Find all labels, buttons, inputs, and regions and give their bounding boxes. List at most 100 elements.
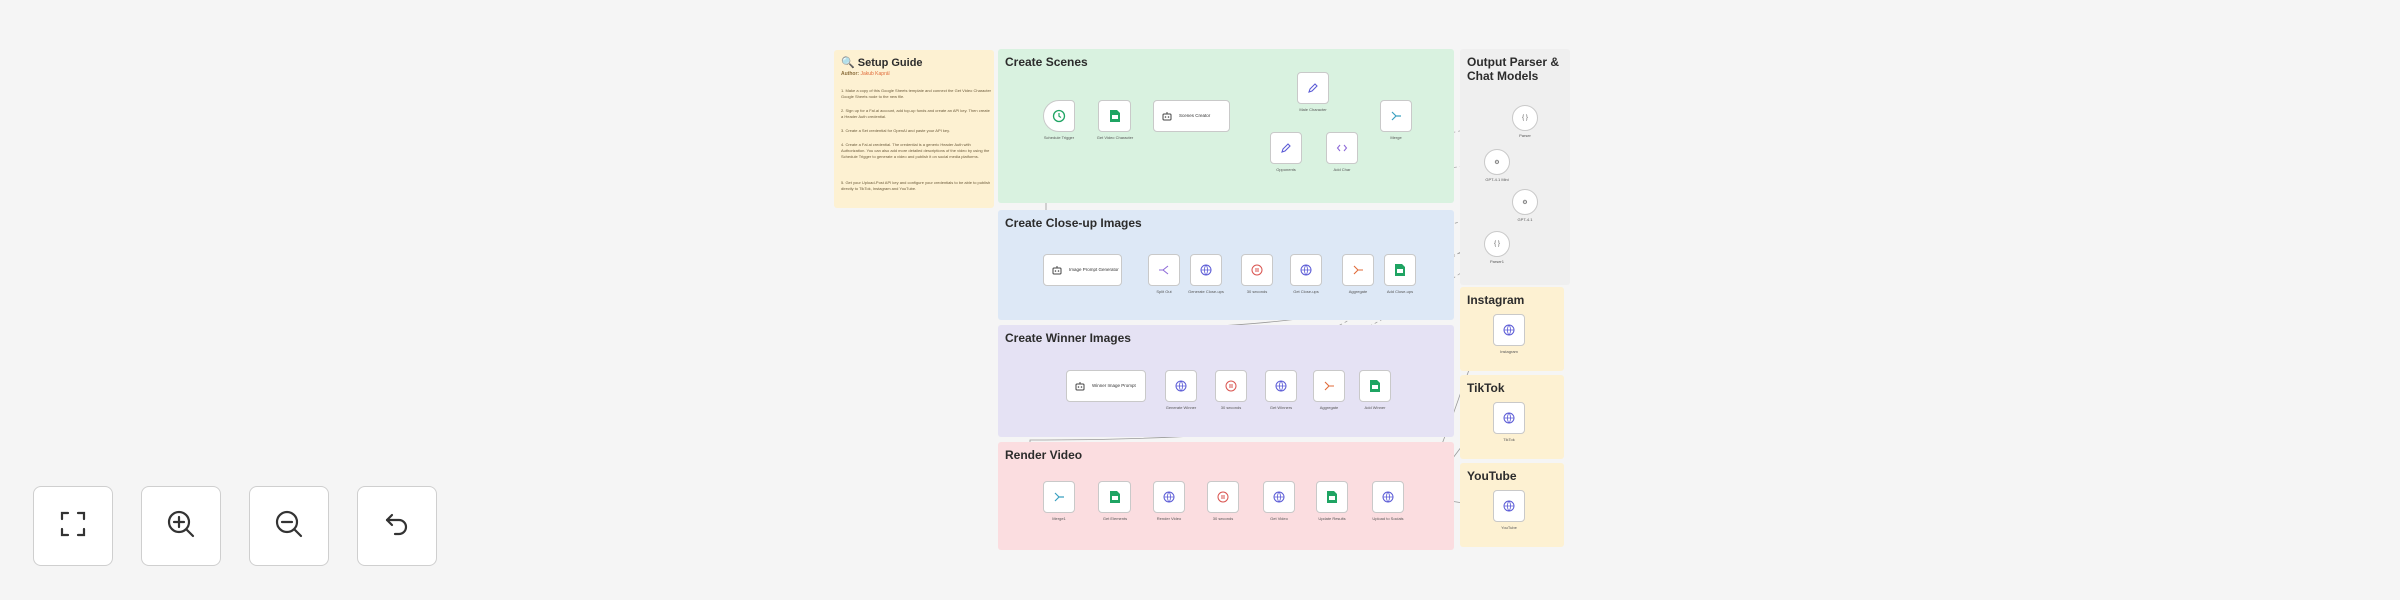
- section-title-scenes: Create Scenes: [1005, 55, 1088, 69]
- openai-icon: ⚙: [1522, 199, 1528, 206]
- label-tiktok-post: TikTok: [1503, 437, 1515, 442]
- reset-zoom-button[interactable]: [357, 486, 437, 566]
- label-gpt-mini-1: GPT-4.1 Mini: [1485, 177, 1509, 182]
- aggregate-icon: [1322, 379, 1336, 393]
- section-title-instagram: Instagram: [1467, 293, 1525, 307]
- label-gpt-mini-2: GPT-4.1: [1517, 217, 1533, 222]
- node-schedule-trigger[interactable]: [1043, 100, 1075, 132]
- node-get-winner[interactable]: [1265, 370, 1297, 402]
- merge-icon: [1389, 109, 1403, 123]
- guide-step-3: 3. Create a Set credential for OpenAI an…: [841, 128, 950, 133]
- node-get-closeups[interactable]: [1290, 254, 1322, 286]
- openai-icon: ⚙: [1494, 159, 1500, 166]
- clock-icon: [1052, 109, 1066, 123]
- robot-icon: [1050, 263, 1064, 277]
- setup-guide-note[interactable]: 🔍 Setup Guide Author: Jakub Kaprál 1. Ma…: [834, 50, 994, 208]
- node-instagram-post[interactable]: [1493, 314, 1525, 346]
- node-get-elements[interactable]: [1098, 481, 1131, 513]
- label-upload-to-socials: Upload to Socials: [1372, 516, 1404, 521]
- node-opponents[interactable]: [1270, 132, 1302, 164]
- section-title-winner: Create Winner Images: [1005, 331, 1131, 345]
- label-add-winner: Add Winner: [1364, 405, 1386, 410]
- node-wait-closeups[interactable]: [1241, 254, 1273, 286]
- node-merge-render[interactable]: [1043, 481, 1075, 513]
- pause-icon: [1216, 490, 1230, 504]
- pencil-icon: [1306, 81, 1320, 95]
- node-youtube-post[interactable]: [1493, 490, 1525, 522]
- globe-icon: [1174, 379, 1188, 393]
- node-tiktok-post[interactable]: [1493, 402, 1525, 434]
- section-output-parser-models[interactable]: Output Parser & Chat Models: [1460, 49, 1570, 285]
- zoom-in-button[interactable]: [141, 486, 221, 566]
- node-scenes-creator[interactable]: Scenes Creator: [1153, 100, 1230, 132]
- node-add-closeup-urls[interactable]: [1384, 254, 1416, 286]
- merge-icon: [1052, 490, 1066, 504]
- node-winner-prompt[interactable]: Winner Image Prompt: [1066, 370, 1146, 402]
- node-render-video[interactable]: [1153, 481, 1185, 513]
- node-wait-render[interactable]: [1207, 481, 1239, 513]
- globe-icon: [1502, 323, 1516, 337]
- label-add-char: Add Char: [1333, 167, 1351, 172]
- label-parser-1: Parser: [1519, 133, 1531, 138]
- globe-icon: [1299, 263, 1313, 277]
- node-aggregate-closeups[interactable]: [1342, 254, 1374, 286]
- zoom-out-icon: [273, 508, 305, 545]
- pencil-icon: [1279, 141, 1293, 155]
- guide-step-1: 1. Make a copy of this Google Sheets tem…: [841, 88, 992, 99]
- label-get-winner: Get Winners: [1269, 405, 1293, 410]
- label-aggregate-closeups: Aggregate: [1348, 289, 1368, 294]
- section-title-models: Output Parser & Chat Models: [1467, 55, 1560, 83]
- label-parser-2: Parser1: [1489, 259, 1504, 264]
- node-generate-winner[interactable]: [1165, 370, 1197, 402]
- label-schedule-trigger: Schedule Trigger: [1043, 135, 1075, 140]
- label-wait-closeups: 30 seconds: [1246, 289, 1268, 294]
- node-parser-1[interactable]: { }: [1512, 105, 1538, 131]
- fullscreen-icon: [58, 509, 88, 544]
- node-male-character[interactable]: [1297, 72, 1329, 104]
- node-merge-scenes[interactable]: [1380, 100, 1412, 132]
- author-name[interactable]: Jakub Kaprál: [860, 71, 890, 77]
- node-wait-winner[interactable]: [1215, 370, 1247, 402]
- node-gpt-mini-1[interactable]: ⚙: [1484, 149, 1510, 175]
- zoom-in-icon: [165, 508, 197, 545]
- node-add-char[interactable]: [1326, 132, 1358, 164]
- label-get-video: Get Video: [1270, 516, 1288, 521]
- aggregate-icon: [1351, 263, 1365, 277]
- split-icon: [1157, 263, 1171, 277]
- node-get-video[interactable]: [1263, 481, 1295, 513]
- label-merge-render: Merge1: [1052, 516, 1066, 521]
- label-get-closeups: Get Close-ups: [1293, 289, 1319, 294]
- node-split-out[interactable]: [1148, 254, 1180, 286]
- label-get-elements: Get Elements: [1102, 516, 1128, 521]
- pause-icon: [1250, 263, 1264, 277]
- globe-icon: [1274, 379, 1288, 393]
- node-add-winner[interactable]: [1359, 370, 1391, 402]
- node-upload-to-socials[interactable]: [1372, 481, 1404, 513]
- node-get-video-character[interactable]: [1098, 100, 1131, 132]
- section-title-render: Render Video: [1005, 448, 1083, 462]
- label-merge-scenes: Merge: [1390, 135, 1402, 140]
- closeup-prompt-text: Image Prompt Generator: [1069, 267, 1119, 272]
- node-parser-2[interactable]: { }: [1484, 231, 1510, 257]
- google-sheets-icon: [1393, 263, 1407, 277]
- robot-icon: [1073, 379, 1087, 393]
- globe-icon: [1162, 490, 1176, 504]
- guide-step-5: 5. Get your Upload-Post API key and conf…: [841, 180, 991, 191]
- node-generate-closeups[interactable]: [1190, 254, 1222, 286]
- pause-icon: [1224, 379, 1238, 393]
- braces-icon: { }: [1522, 115, 1528, 121]
- globe-icon: [1502, 499, 1516, 513]
- label-wait-winner: 30 seconds: [1220, 405, 1242, 410]
- node-gpt-mini-2[interactable]: ⚙: [1512, 189, 1538, 215]
- zoom-out-button[interactable]: [249, 486, 329, 566]
- node-update-results[interactable]: [1316, 481, 1348, 513]
- node-aggregate-winner[interactable]: [1313, 370, 1345, 402]
- label-split-out: Split Out: [1156, 289, 1172, 294]
- fit-view-button[interactable]: [33, 486, 113, 566]
- google-sheets-icon: [1368, 379, 1382, 393]
- globe-icon: [1502, 411, 1516, 425]
- node-closeup-prompt[interactable]: Image Prompt Generator: [1043, 254, 1122, 286]
- label-update-results: Update Results: [1318, 516, 1346, 521]
- google-sheets-icon: [1325, 490, 1339, 504]
